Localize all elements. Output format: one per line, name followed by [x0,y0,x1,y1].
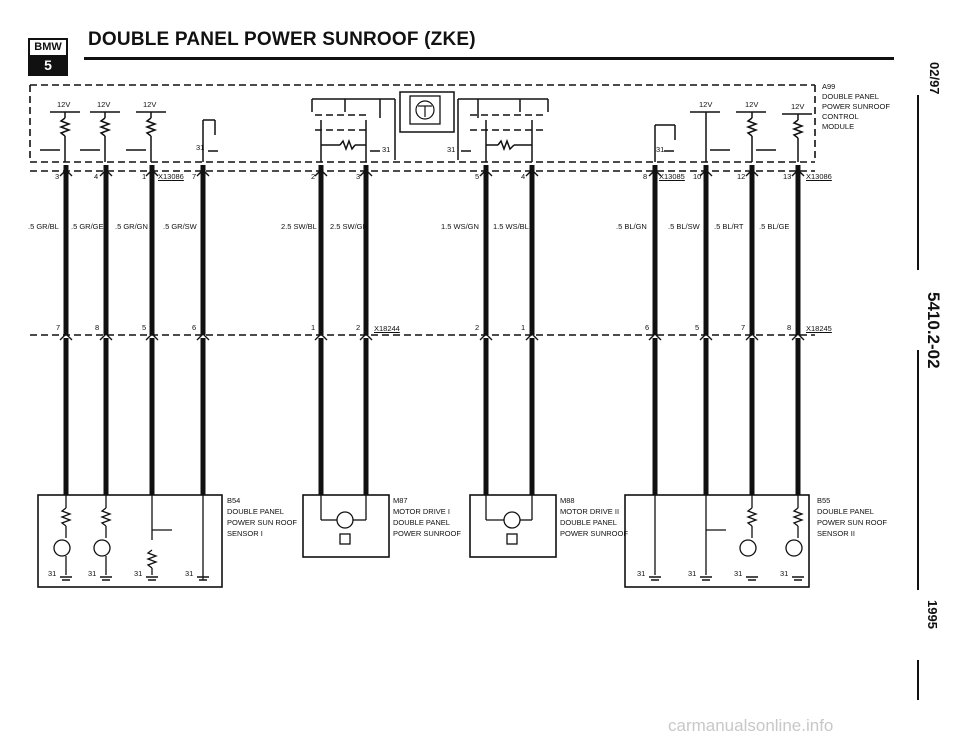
pin-number: 1 [142,172,147,181]
pin-number: 2 [475,323,480,332]
pin-number: 13 [783,172,792,181]
pin-number: 3 [55,172,60,181]
ground-label: 31 [637,569,646,578]
module-b55-line: SENSOR II [817,529,855,538]
wire-label: .5 GR/GE [71,222,104,231]
connector-label: X18245 [806,324,832,333]
wire-label: .5 BL/GE [759,222,790,231]
module-m88-line: POWER SUNROOF [560,529,628,538]
wire-label: 1.5 WS/GN [441,222,479,231]
pin-number: 5 [475,172,480,181]
module-a99-line: CONTROL [822,112,859,121]
pin-number: 8 [643,172,648,181]
module-b55-line: POWER SUN ROOF [817,518,888,527]
supply-label: 12V [143,100,157,109]
ground-label: 31 [447,145,456,154]
module-m87-line: MOTOR DRIVE I [393,507,450,516]
wire-label: 2.5 SW/GN [330,222,368,231]
wire-label: .5 BL/SW [668,222,700,231]
module-m87-line: POWER SUNROOF [393,529,461,538]
pin-number: 12 [737,172,746,181]
pin-number: 7 [192,172,197,181]
wire-label: 1.5 WS/BL [493,222,529,231]
logo-brand: BMW [30,40,66,57]
module-b55-line: DOUBLE PANEL [817,507,874,516]
ground-label: 31 [734,569,743,578]
module-b55-id: B55 [817,496,831,505]
supply-label: 12V [699,100,713,109]
module-a99-line: POWER SUNROOF [822,102,890,111]
pin-number: 3 [356,172,361,181]
pin-number: 6 [192,323,197,332]
supply-label: 12V [57,100,71,109]
module-b54-line: POWER SUN ROOF [227,518,298,527]
pin-number: 8 [787,323,792,332]
wire-label: .5 BL/GN [616,222,647,231]
ground-label: 31 [48,569,57,578]
pin-number: 8 [95,323,100,332]
pin-number: 1 [521,323,526,332]
watermark: carmanualsonline.info [668,716,834,735]
module-a99-id: A99 [822,82,836,91]
ground-label: 31 [185,569,194,578]
pin-number: 10 [693,172,702,181]
pin-number: 1 [311,323,316,332]
logo-series: 5 [30,57,66,74]
pin-number: 6 [645,323,650,332]
connector-label: X13086 [806,172,832,181]
pin-number: 2 [356,323,361,332]
wire-label: .5 GR/BL [28,222,59,231]
ground-label: 31 [382,145,391,154]
supply-label: 12V [97,100,111,109]
pin-number: 5 [142,323,147,332]
ground-label: 31 [134,569,143,578]
module-a99-line: DOUBLE PANEL [822,92,879,101]
module-m88-line: MOTOR DRIVE II [560,507,620,516]
wire-label: .5 BL/RT [714,222,744,231]
pin-number: 2 [311,172,316,181]
module-m87-line: DOUBLE PANEL [393,518,450,527]
ground-label: 31 [88,569,97,578]
module-b54-line: SENSOR I [227,529,263,538]
pin-number: 4 [94,172,99,181]
module-b54-line: DOUBLE PANEL [227,507,284,516]
page-title: DOUBLE PANEL POWER SUNROOF (ZKE) [88,29,476,50]
title-rule [84,57,894,60]
ground-label: 31 [688,569,697,578]
module-m88-line: DOUBLE PANEL [560,518,617,527]
module-m87-id: M87 [393,496,408,505]
ground-label: 31 [656,145,665,154]
wire-label: 2.5 SW/BL [281,222,317,231]
module-b54-id: B54 [227,496,241,505]
module-a99-line: MODULE [822,122,855,131]
connector-label: X13085 [659,172,685,181]
pin-number: 4 [521,172,526,181]
connector-label: X13086 [158,172,184,181]
wire-label: .5 GR/GN [115,222,148,231]
pin-number: 7 [56,323,61,332]
module-m88-id: M88 [560,496,575,505]
bmw-5-series-logo: BMW 5 [28,38,68,76]
ground-label: 31 [780,569,789,578]
pin-number: 7 [741,323,746,332]
supply-label: 12V [791,102,805,111]
ground-label: 31 [196,143,205,152]
wire-label: .5 GR/SW [163,222,197,231]
pin-number: 5 [695,323,700,332]
connector-label: X18244 [374,324,400,333]
supply-label: 12V [745,100,759,109]
